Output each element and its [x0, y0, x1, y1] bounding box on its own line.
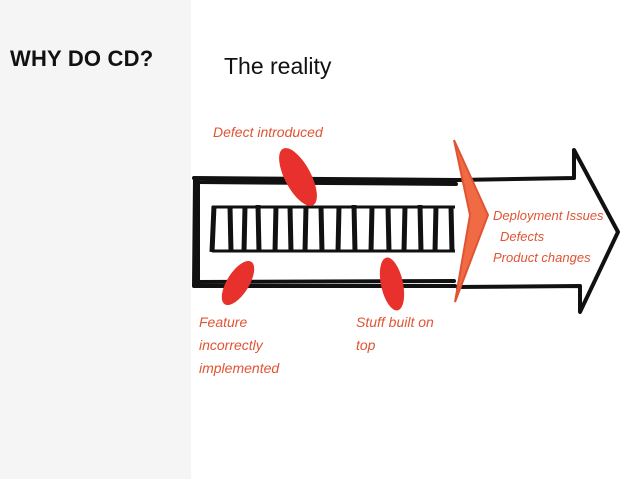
deployment-issues-label: Deployment Issues: [493, 208, 604, 223]
feature-incorrect-marker: [221, 261, 255, 305]
slide-title: The reality: [224, 53, 332, 79]
defect-introduced-marker: [279, 148, 317, 206]
pipeline-arrow: [192, 139, 620, 314]
stuff-built-label: Stuff built on top: [356, 314, 434, 353]
stuff-built-marker: [379, 257, 405, 311]
feature-incorrect-label: Feature incorrectly implemented: [199, 314, 280, 376]
defect-introduced-label: Defect introduced: [213, 124, 323, 140]
product-changes-label: Product changes: [493, 250, 591, 265]
defects-label: Defects: [500, 229, 545, 244]
section-title: WHY DO CD?: [10, 46, 154, 71]
sidebar-panel: [0, 0, 191, 479]
